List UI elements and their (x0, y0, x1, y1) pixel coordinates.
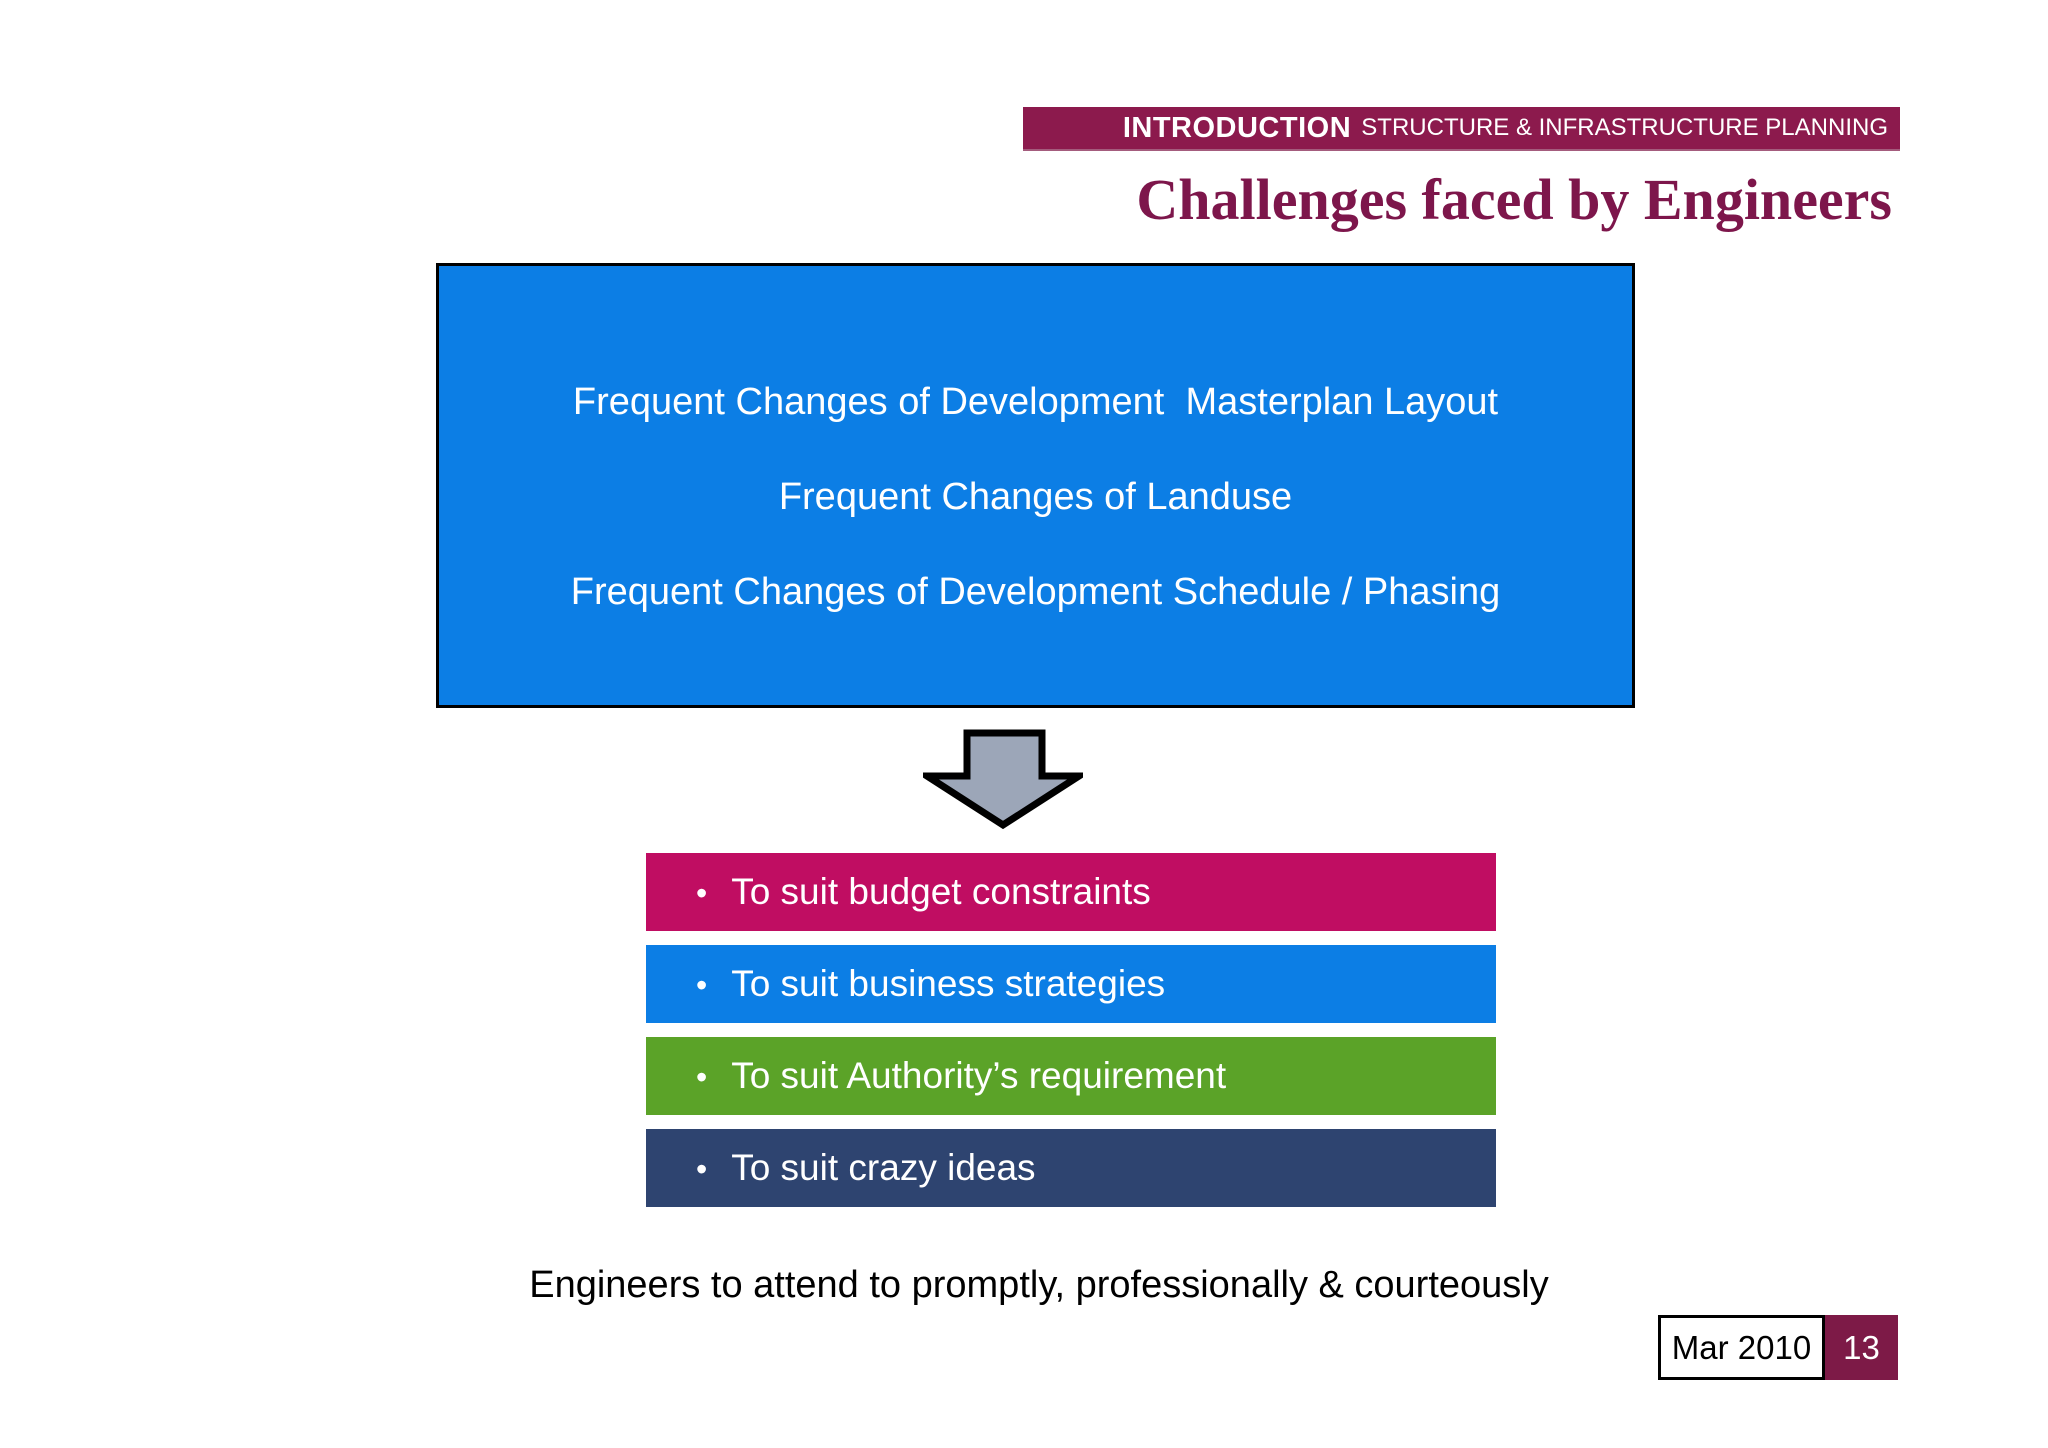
bullet-bar-label: To suit business strategies (731, 963, 1166, 1004)
header-bar: INTRODUCTION STRUCTURE & INFRASTRUCTURE … (1023, 107, 1900, 151)
bullet-bar: • To suit Authority’s requirement (646, 1037, 1496, 1115)
bullet-icon: • (696, 1151, 708, 1187)
bullet-bar: • To suit budget constraints (646, 853, 1496, 931)
header-document-label: STRUCTURE & INFRASTRUCTURE PLANNING (1361, 114, 1888, 141)
header-section-label: INTRODUCTION (1122, 112, 1352, 144)
footer-date: Mar 2010 (1658, 1315, 1825, 1380)
bullet-bar-label: To suit Authority’s requirement (731, 1055, 1227, 1096)
page-title: Challenges faced by Engineers (1136, 167, 1892, 232)
bullet-bar-list: • To suit budget constraints • To suit bus… (646, 853, 1496, 1207)
closing-note: Engineers to attend to promptly, profess… (529, 1264, 1549, 1306)
bullet-bar-label: To suit budget constraints (731, 871, 1151, 912)
bullet-icon: • (696, 967, 708, 1003)
down-arrow-shape (923, 729, 1083, 830)
challenge-line: Frequent Changes of Landuse (778, 476, 1293, 518)
challenge-lines: Frequent Changes of Development Masterpl… (439, 266, 1632, 615)
challenge-line: Frequent Changes of Development Schedule… (570, 571, 1501, 613)
bullet-bar-label: To suit crazy ideas (731, 1147, 1036, 1188)
down-arrow-icon (923, 729, 1083, 830)
challenge-line: Frequent Changes of Development Masterpl… (572, 381, 1499, 423)
challenge-box: Frequent Changes of Development Masterpl… (436, 263, 1635, 708)
bullet-bar: • To suit crazy ideas (646, 1129, 1496, 1207)
bullet-icon: • (696, 1059, 708, 1095)
footer-page-number: 13 (1825, 1315, 1898, 1380)
bullet-icon: • (696, 875, 708, 911)
bullet-bar: • To suit business strategies (646, 945, 1496, 1023)
